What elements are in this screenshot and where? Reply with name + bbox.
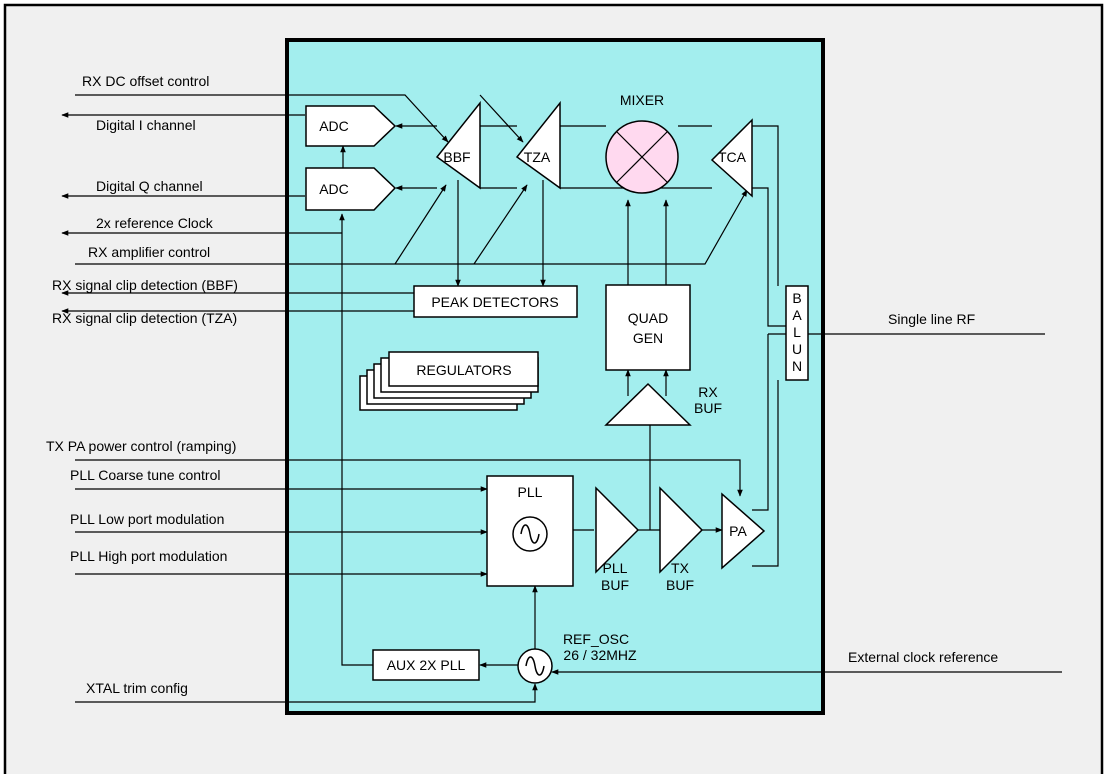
aux-pll-block (372, 649, 480, 681)
regulators-stack (359, 351, 539, 411)
rx-buf-block (604, 382, 692, 426)
wire-tca-balun-2 (752, 187, 786, 327)
xtal-trim-line (75, 683, 538, 703)
tx-pa-power-line (75, 459, 743, 497)
balun-block (785, 285, 809, 381)
clip-bbf-label: RX signal clip detection (BBF) (52, 277, 238, 293)
balun-letter-5: N (792, 358, 802, 374)
digital-i-label: Digital I channel (96, 117, 196, 133)
internal-wiring (339, 123, 786, 668)
mixer-cross-2 (616, 131, 668, 183)
adc-i-block (305, 105, 397, 147)
tx-pa-power-label: TX PA power control (ramping) (46, 438, 236, 454)
wire-aux-clk (339, 213, 373, 666)
xtal-trim-label: XTAL trim config (86, 680, 188, 696)
rx-buf-label-1: RX (698, 384, 718, 400)
ref-clock-label: 2x reference Clock (96, 215, 214, 231)
mixer-label: MIXER (620, 92, 664, 108)
digital-q-label: Digital Q channel (96, 178, 203, 194)
tza-block (515, 100, 561, 190)
pll-buf-label-1: PLL (603, 560, 628, 576)
rx-amp-to-tza (473, 184, 528, 265)
balun-letter-4: U (792, 341, 802, 357)
peak-detectors-block (413, 285, 578, 318)
ref-osc-sine-icon (525, 656, 545, 676)
quad-gen-block (605, 284, 691, 371)
regulators-label: REGULATORS (416, 362, 511, 378)
balun-letter-2: A (792, 307, 802, 323)
wire-pa-balun-2 (752, 380, 779, 567)
pll-low-label: PLL Low port modulation (70, 511, 224, 527)
aux-pll-label: AUX 2X PLL (387, 657, 466, 673)
adc-q-block (305, 167, 397, 211)
tza-label: TZA (524, 149, 551, 165)
wire-pa-balun (752, 334, 769, 511)
rx-dc-offset-label: RX DC offset control (82, 73, 209, 89)
pa-block (721, 492, 766, 570)
ref-osc-label-1: REF_OSC (563, 631, 629, 647)
pll-high-label: PLL High port modulation (70, 548, 227, 564)
wire-tca-balun-1 (752, 125, 779, 286)
single-line-rf-label: Single line RF (888, 311, 975, 327)
rx-amp-to-bbf (394, 184, 447, 265)
rx-amp-line (75, 189, 748, 265)
tca-block (710, 118, 753, 198)
balun-letter-3: L (793, 324, 801, 340)
pll-coarse-label: PLL Coarse tune control (70, 467, 220, 483)
ext-clock-label: External clock reference (848, 649, 998, 665)
bbf-label: BBF (443, 149, 470, 165)
quad-gen-label-1: QUAD (628, 310, 668, 326)
tx-buf-label-1: TX (671, 560, 690, 576)
pll-buf-block (595, 486, 640, 574)
bbf-block (435, 100, 481, 190)
adc-q-label: ADC (319, 181, 349, 197)
tca-label: TCA (718, 149, 747, 165)
pll-oscillator-icon (512, 516, 548, 552)
tx-buf-block (659, 486, 704, 574)
signal-lines (61, 94, 1062, 703)
balun-letter-1: B (792, 290, 801, 306)
adc-i-label: ADC (319, 118, 349, 134)
clip-tza-label: RX signal clip detection (TZA) (52, 310, 237, 326)
tx-buf-label-2: BUF (666, 577, 694, 593)
quad-gen-label-2: GEN (633, 330, 663, 346)
pll-sine-icon (520, 524, 540, 544)
ref-osc-label-2: 26 / 32MHZ (563, 647, 637, 663)
rx-dc-offset-line-2 (479, 94, 524, 143)
pa-label: PA (729, 523, 747, 539)
pll-label: PLL (518, 484, 543, 500)
pll-buf-label-2: BUF (601, 577, 629, 593)
rx-amp-label: RX amplifier control (88, 244, 210, 260)
rx-buf-label-2: BUF (694, 400, 722, 416)
peak-detectors-label: PEAK DETECTORS (431, 294, 558, 310)
